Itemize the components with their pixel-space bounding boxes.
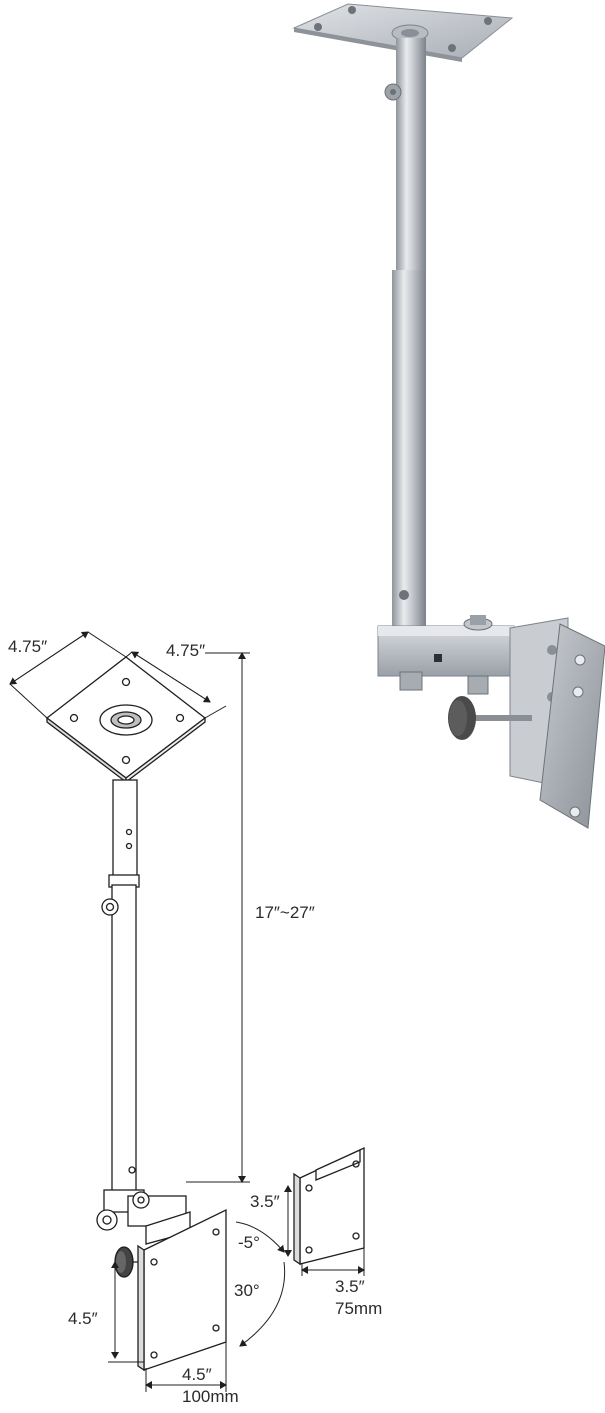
photo-inner-tube — [392, 270, 426, 640]
tilt-up-label: -5° — [238, 1233, 260, 1252]
tilt-arc — [235, 1221, 285, 1253]
photo-tilt-bracket — [377, 615, 515, 695]
large-vesa-height-label: 4.5″ — [68, 1309, 98, 1328]
small-vesa-mm-label: 75mm — [335, 1299, 382, 1318]
photo-lock-knob — [448, 696, 532, 740]
small-vesa-width-label: 3.5″ — [335, 1277, 365, 1296]
large-vesa-mm-label: 100mm — [182, 1387, 239, 1406]
dimension-labels: 4.75″ 4.75″ 17″~27″ 3.5″ -5° 30° 3.5″ 75… — [8, 637, 382, 1406]
small-vesa-height-label: 3.5″ — [250, 1192, 280, 1211]
line-drawing — [45, 656, 365, 1372]
plate-width-label: 4.75″ — [8, 637, 47, 656]
product-photo — [292, 3, 605, 829]
photo-vesa-plate — [539, 623, 605, 829]
pole-length-label: 17″~27″ — [255, 903, 315, 922]
dimension-lines — [9, 631, 365, 1392]
photo-outer-tube — [396, 38, 426, 278]
drawing-pole — [112, 779, 138, 885]
large-vesa-width-label: 4.5″ — [182, 1365, 212, 1384]
plate-depth-label: 4.75″ — [166, 641, 205, 660]
drawing-bracket — [96, 1189, 191, 1245]
tilt-down-label: 30° — [234, 1281, 260, 1300]
